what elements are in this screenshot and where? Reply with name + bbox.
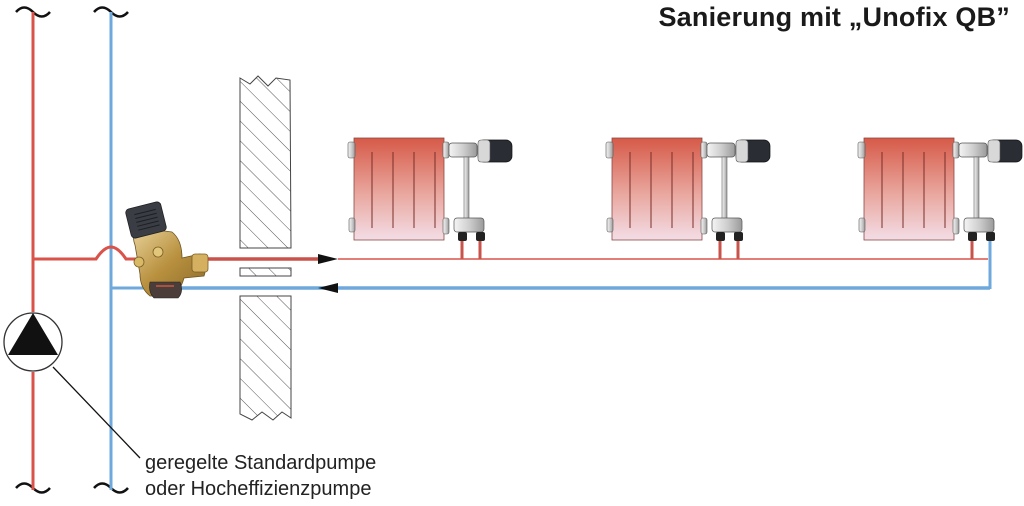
radiators — [347, 137, 1023, 259]
valve-port-1 — [152, 246, 164, 258]
valve-bottom-ring — [149, 281, 182, 299]
return-union-nut — [734, 232, 743, 241]
bottom-connector-block — [711, 217, 743, 233]
connection-tube — [973, 156, 980, 220]
thermostat-scale — [987, 139, 1001, 163]
connection-tube — [463, 156, 470, 220]
thermostat-scale — [735, 139, 749, 163]
air-vent-plug — [605, 141, 614, 159]
return-union-nut — [476, 232, 485, 241]
drain-plug — [858, 217, 866, 233]
supply-branch-pipe — [33, 245, 145, 261]
drain-plug — [606, 217, 614, 233]
outlet-bushing — [700, 217, 708, 235]
pump-caption-line-2: oder Hocheffizienzpumpe — [145, 478, 372, 500]
thermostatic-valve-body — [448, 142, 478, 158]
valve-outlet-fitting — [191, 253, 209, 273]
radiator-3 — [857, 137, 1023, 259]
wall-upper — [239, 75, 292, 249]
return-flow-arrow — [318, 283, 338, 293]
inlet-bushing — [952, 141, 960, 159]
supply-union-nut — [716, 232, 725, 241]
radiator-panel — [863, 137, 955, 241]
diagram-title: Sanierung mit „Unofix QB” — [658, 2, 1010, 32]
radiator-1 — [347, 137, 513, 259]
supply-union-nut — [458, 232, 467, 241]
circulation-pump — [3, 312, 63, 372]
caption-leader-line — [52, 366, 141, 459]
thermostatic-valve-body — [958, 142, 988, 158]
outlet-bushing — [442, 217, 450, 235]
outlet-bushing — [952, 217, 960, 235]
unofix-qb-valve — [125, 201, 209, 299]
radiator-2 — [605, 137, 771, 259]
drain-plug — [348, 217, 356, 233]
pump-triangle-icon — [8, 313, 58, 355]
inlet-bushing — [700, 141, 708, 159]
bottom-connector-block — [963, 217, 995, 233]
bottom-connector-block — [453, 217, 485, 233]
valve-cap-ribs — [134, 208, 160, 231]
return-union-nut — [986, 232, 995, 241]
supply-flow-arrow — [318, 254, 338, 264]
pump-caption-line-1: geregelte Standardpumpe — [145, 452, 377, 474]
supply-union-nut — [968, 232, 977, 241]
pump-caption: geregelte Standardpumpe oder Hocheffizie… — [145, 450, 376, 502]
valve-port-2 — [133, 256, 145, 268]
wall-sleeve — [239, 267, 292, 277]
air-vent-plug — [857, 141, 866, 159]
inlet-bushing — [442, 141, 450, 159]
wall-section — [239, 75, 292, 421]
connection-tube — [721, 156, 728, 220]
thermostat-scale — [477, 139, 491, 163]
air-vent-plug — [347, 141, 356, 159]
thermostatic-valve-body — [706, 142, 736, 158]
radiator-panel — [611, 137, 703, 241]
wall-lower — [239, 295, 292, 421]
radiator-panel — [353, 137, 445, 241]
